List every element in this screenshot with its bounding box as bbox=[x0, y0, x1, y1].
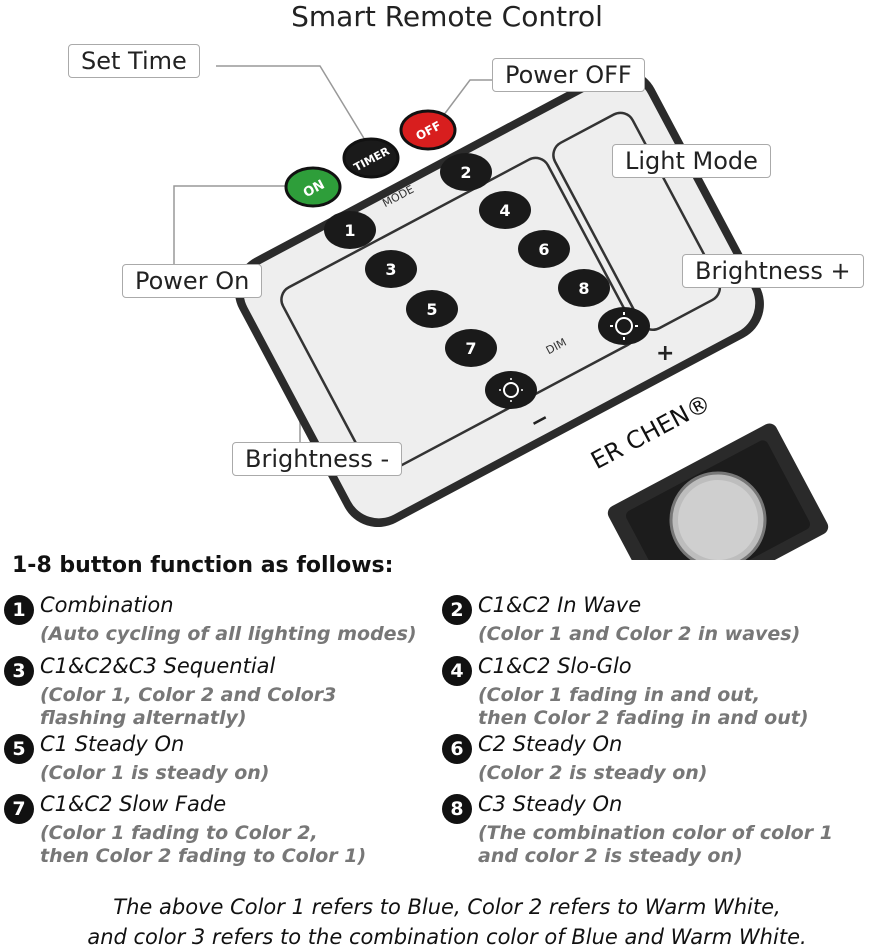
function-desc: (Auto cycling of all lighting modes) bbox=[40, 623, 417, 645]
number-label-8: 8 bbox=[578, 279, 589, 298]
battery-tray bbox=[607, 423, 829, 560]
mode-panel bbox=[280, 156, 637, 476]
number-badge: 3 bbox=[4, 656, 34, 686]
function-desc: (Color 1 and Color 2 in waves) bbox=[478, 623, 801, 645]
callout-set-time: Set Time bbox=[68, 44, 200, 78]
number-label-1: 1 bbox=[344, 221, 355, 240]
function-name: C1&C2 Slow Fade bbox=[40, 792, 227, 816]
number-badge: 6 bbox=[442, 734, 472, 764]
power-on-button[interactable]: ON bbox=[284, 166, 342, 208]
number-button-4[interactable]: 4 bbox=[479, 191, 531, 229]
plus-label: + bbox=[656, 341, 674, 366]
number-label-4: 4 bbox=[499, 201, 510, 220]
number-badge: 4 bbox=[442, 656, 472, 686]
function-name: C1&C2 Slo-Glo bbox=[478, 654, 632, 678]
number-label-5: 5 bbox=[426, 300, 437, 319]
dim-panel bbox=[552, 111, 722, 331]
set-time-leader bbox=[216, 65, 369, 146]
function-name: C1&C2 In Wave bbox=[478, 593, 642, 617]
number-button-1[interactable]: 1 bbox=[324, 211, 376, 249]
function-name: Combination bbox=[40, 593, 174, 617]
page-title: Smart Remote Control bbox=[291, 0, 603, 33]
footer-line-1: The above Color 1 refers to Blue, Color … bbox=[113, 895, 781, 919]
callout-brightness-minus: Brightness - bbox=[232, 442, 403, 476]
function-desc: (Color 1 is steady on) bbox=[40, 762, 270, 784]
number-label-7: 7 bbox=[465, 339, 476, 358]
dim-sun-icon bbox=[503, 382, 519, 398]
function-name: C2 Steady On bbox=[478, 732, 623, 756]
number-badge: 5 bbox=[4, 734, 34, 764]
function-desc: (Color 1, Color 2 and Color3 flashing al… bbox=[40, 684, 337, 729]
power-off-leader bbox=[439, 79, 492, 121]
power-off-button[interactable]: OFF bbox=[399, 109, 457, 151]
number-button-6[interactable]: 6 bbox=[518, 230, 570, 268]
callout-brightness-plus: Brightness + bbox=[682, 254, 864, 288]
function-desc: (The combination color of color 1 and co… bbox=[478, 822, 833, 867]
number-badge: 1 bbox=[4, 595, 34, 625]
number-label-6: 6 bbox=[538, 240, 549, 259]
function-name: C3 Steady On bbox=[478, 792, 623, 816]
function-name: C1&C2&C3 Sequential bbox=[40, 654, 276, 678]
function-desc: (Color 1 fading to Color 2, then Color 2… bbox=[40, 822, 367, 867]
callout-power-on: Power On bbox=[122, 264, 263, 298]
number-button-3[interactable]: 3 bbox=[365, 250, 417, 288]
number-badge: 8 bbox=[442, 794, 472, 824]
power-on-leader bbox=[173, 185, 290, 268]
number-badge: 2 bbox=[442, 595, 472, 625]
number-button-2[interactable]: 2 bbox=[440, 153, 492, 191]
function-desc: (Color 2 is steady on) bbox=[478, 762, 708, 784]
functions-heading: 1-8 button function as follows: bbox=[12, 553, 394, 578]
callout-light-mode: Light Mode bbox=[612, 144, 771, 178]
number-label-2: 2 bbox=[460, 163, 471, 182]
function-name: C1 Steady On bbox=[40, 732, 185, 756]
timer-button[interactable]: TIMER bbox=[342, 137, 400, 179]
brightness-minus-button[interactable] bbox=[485, 371, 537, 409]
brightness-plus-button[interactable] bbox=[598, 307, 650, 345]
footer-line-2: and color 3 refers to the combination co… bbox=[87, 925, 807, 949]
footer-note: The above Color 1 refers to Blue, Color … bbox=[0, 892, 894, 952]
remote-body bbox=[234, 68, 764, 528]
number-button-7[interactable]: 7 bbox=[445, 329, 497, 367]
callout-power-off: Power OFF bbox=[492, 58, 645, 92]
number-label-3: 3 bbox=[385, 260, 396, 279]
function-desc: (Color 1 fading in and out, then Color 2… bbox=[478, 684, 809, 729]
number-button-8[interactable]: 8 bbox=[558, 269, 610, 307]
number-button-5[interactable]: 5 bbox=[406, 290, 458, 328]
number-badge: 7 bbox=[4, 794, 34, 824]
sun-icon bbox=[615, 317, 633, 335]
remote-diagram: ON TIMER OFF MODE 1 2 3 4 5 6 7 8 bbox=[173, 65, 829, 560]
